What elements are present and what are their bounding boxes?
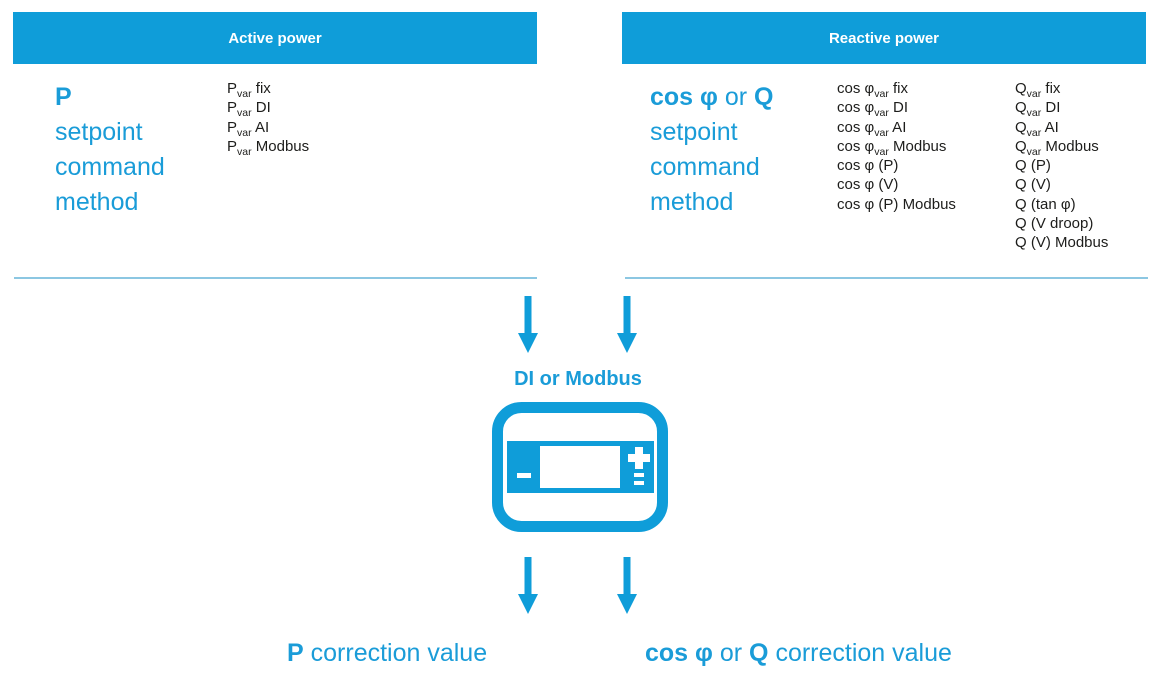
list-item: cos φvar AI: [837, 118, 907, 139]
list-item: Q (V) Modbus: [1015, 234, 1109, 252]
list-item: Q (P): [1015, 157, 1051, 175]
list-item: command: [650, 153, 760, 181]
reactive-power-header-label: Reactive power: [828, 29, 940, 47]
list-item: Q (V): [1015, 176, 1051, 194]
list-item: Pvar fix: [227, 80, 271, 100]
list-item: Qvar AI: [1015, 118, 1059, 139]
reactive-power-header: Reactive power: [622, 12, 1146, 64]
list-item: cos φ (P): [837, 157, 899, 175]
down-arrow-icon: [518, 557, 538, 614]
reactive-section-divider: [625, 277, 1148, 279]
list-item: Q (V droop): [1015, 215, 1094, 233]
list-item: command: [55, 153, 165, 181]
down-arrow-icon: [617, 296, 637, 353]
list-item: cos φ or Q: [650, 83, 774, 111]
q-correction-value-label: cos φ or Q correction value: [645, 639, 952, 667]
active-section-divider: [14, 277, 537, 279]
list-item: method: [650, 188, 734, 216]
controller-device-icon: [491, 401, 669, 533]
list-item: setpoint: [650, 118, 738, 146]
down-arrow-icon: [518, 296, 538, 353]
list-item: method: [55, 188, 139, 216]
di-or-modbus-label: DI or Modbus: [514, 368, 642, 390]
active-power-header-label: Active power: [228, 29, 322, 47]
list-item: cos φ (P) Modbus: [837, 195, 956, 213]
active-power-header: Active power: [13, 12, 537, 64]
list-item: Pvar DI: [227, 99, 271, 120]
list-item: cos φvar fix: [837, 80, 909, 100]
list-item: Qvar fix: [1015, 80, 1061, 100]
list-item: Qvar DI: [1015, 99, 1061, 120]
list-item: cos φ (V): [837, 176, 899, 194]
reactive-setpoint-heading: cos φ or Q setpoint command method: [650, 80, 774, 220]
down-arrow-icon: [617, 557, 637, 614]
p-correction-value-label: P correction value: [287, 639, 488, 667]
list-item: Qvar Modbus: [1015, 137, 1099, 158]
list-item: Q (tan φ): [1015, 195, 1076, 213]
list-item: cos φvar DI: [837, 99, 909, 120]
list-item: Pvar Modbus: [227, 137, 310, 158]
list-item: Pvar AI: [227, 118, 270, 139]
list-item: cos φvar Modbus: [837, 137, 947, 158]
list-item: setpoint: [55, 118, 143, 146]
list-item: P: [55, 83, 72, 111]
